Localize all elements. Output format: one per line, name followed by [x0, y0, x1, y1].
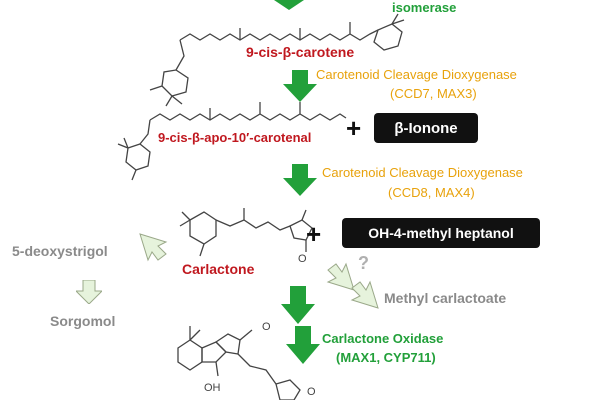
ccd8-ids-label: (CCD8, MAX4): [388, 185, 475, 200]
carlactonoic-structure: [177, 326, 301, 400]
arrow-down-4-icon: [286, 326, 320, 364]
svg-text:O: O: [307, 386, 316, 398]
isomerase-label: isomerase: [392, 0, 457, 15]
carlactone-structure: [179, 208, 313, 257]
beta-carotene-structure: [149, 13, 405, 107]
apo-carotenal-label: 9-cis-β-apo-10′-carotenal: [158, 130, 312, 145]
svg-text:O: O: [298, 253, 307, 265]
deoxystrigol-label: 5-deoxystrigol: [12, 243, 108, 259]
ccd8-name-label: Carotenoid Cleavage Dioxygenase: [322, 165, 523, 180]
plus-sign-1: +: [346, 113, 362, 143]
carlactone-label: Carlactone: [182, 261, 255, 277]
carlactone-oxidase-ids-label: (MAX1, CYP711): [336, 350, 436, 365]
methyl-carlactoate-label: Methyl carlactoate: [384, 290, 507, 306]
beta-carotene-label: 9-cis-β-carotene: [246, 44, 355, 60]
arrow-to-deoxystrigol-icon: [139, 233, 168, 262]
arrow-top-icon: [274, 0, 304, 10]
plus-sign-2: +: [306, 219, 322, 249]
sorgomol-label: Sorgomol: [50, 313, 116, 329]
carlactone-oxidase-label: Carlactone Oxidase: [322, 331, 444, 346]
arrow-to-methyl-carlactoate-icon: [326, 262, 355, 291]
ccd7-name-label: Carotenoid Cleavage Dioxygenase: [316, 67, 517, 82]
arrow-down-1-icon: [283, 70, 317, 102]
svg-text:O: O: [262, 321, 271, 333]
arrow-down-2-icon: [283, 164, 317, 196]
ccd7-ids-label: (CCD7, MAX3): [390, 86, 477, 101]
arrow-to-sorgomol-icon: [76, 280, 102, 304]
beta-ionone-box: β-Ionone: [374, 113, 478, 143]
apo-carotenal-structure: [117, 102, 347, 181]
arrow-down-3-icon: [281, 286, 315, 324]
question-mark: ?: [358, 253, 369, 273]
arrow-methyl-carlactoate-2-icon: [350, 280, 379, 309]
hydroxyl-label: OH: [204, 382, 221, 394]
oh-methyl-heptanol-box: OH-4-methyl heptanol: [342, 218, 540, 248]
